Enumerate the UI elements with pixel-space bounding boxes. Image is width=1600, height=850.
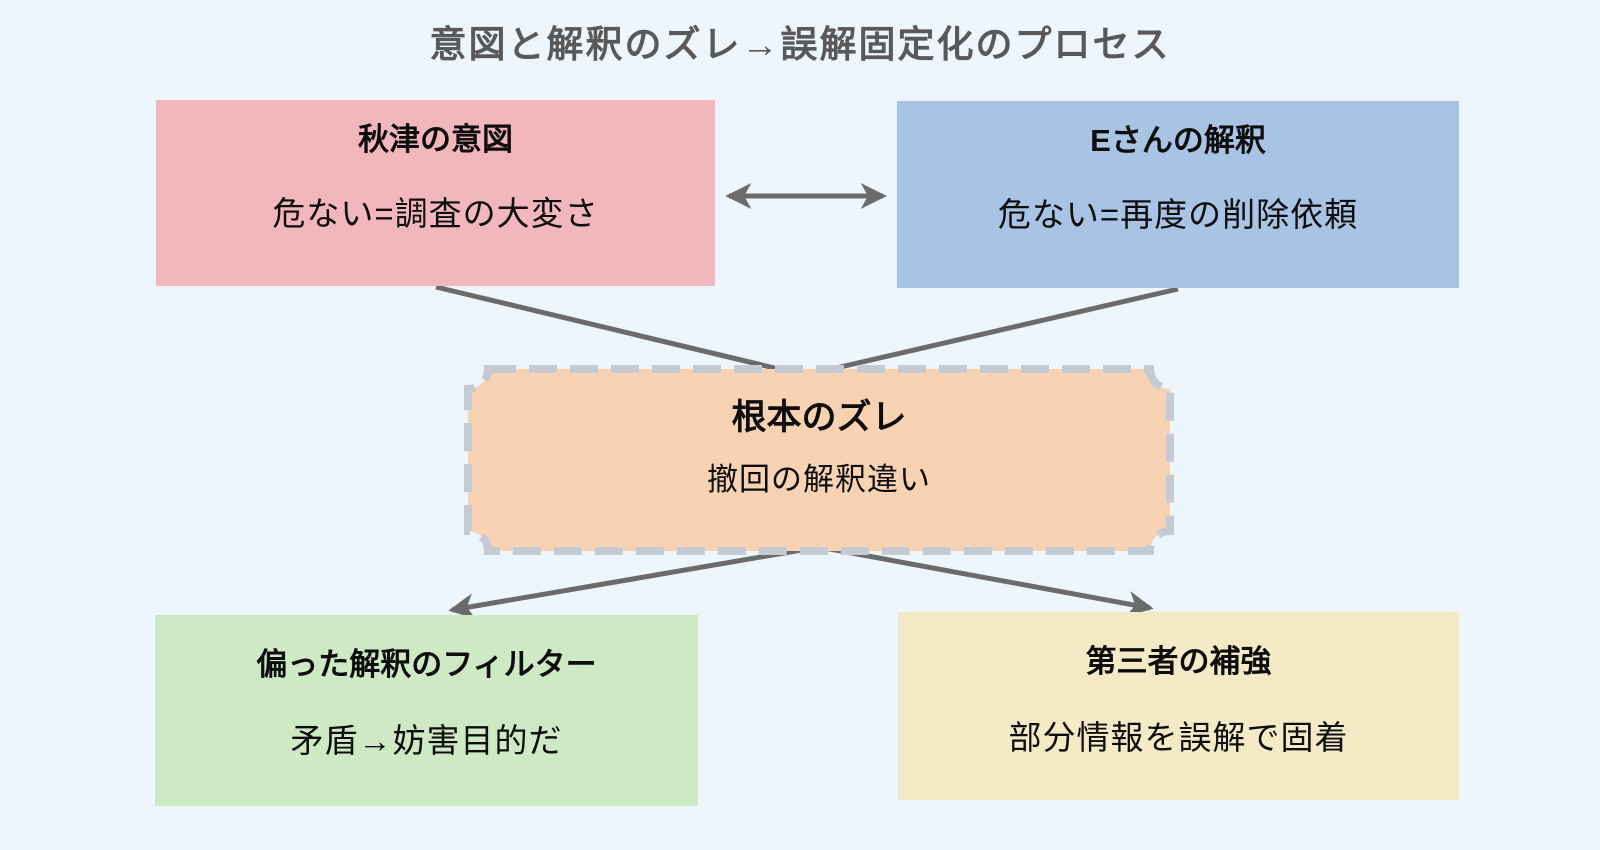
- core-gap-box: 根本のズレ 撤回の解釈違い: [468, 369, 1170, 551]
- core-gap-plaque-shape: [464, 365, 1174, 555]
- akitsu-intent-box: 秋津の意図 危ない=調査の大変さ: [156, 100, 715, 286]
- core-gap-subtitle: 撤回の解釈違い: [707, 461, 931, 497]
- e-interpretation-box: Eさんの解釈 危ない=再度の削除依頼: [897, 101, 1459, 288]
- e-interpretation-subtitle: 危ない=再度の削除依頼: [997, 195, 1359, 233]
- biased-filter-subtitle: 矛盾→妨害目的だ: [290, 721, 563, 759]
- arrow-core-to-reinforcement: [818, 544, 1154, 617]
- diagram-title: 意図と解釈のズレ→誤解固定化のプロセス: [429, 24, 1171, 65]
- third-party-reinforcement-subtitle: 部分情報を誤解で固着: [1008, 718, 1349, 756]
- biased-filter-box: 偏った解釈のフィルター 矛盾→妨害目的だ: [155, 615, 698, 806]
- third-party-reinforcement-box: 第三者の補強 部分情報を誤解で固着: [898, 612, 1459, 800]
- core-gap-title: 根本のズレ: [731, 398, 907, 437]
- e-interpretation-title: Eさんの解釈: [1090, 123, 1266, 158]
- biased-filter-title: 偏った解釈のフィルター: [256, 647, 597, 682]
- third-party-reinforcement-title: 第三者の補強: [1085, 644, 1272, 679]
- akitsu-intent-subtitle: 危ない=調査の大変さ: [272, 194, 599, 232]
- arrow-core-to-filter: [448, 544, 820, 620]
- connector-line-akitsu-to-core: [435, 284, 788, 374]
- connector-line-e-to-core: [822, 286, 1179, 374]
- akitsu-intent-title: 秋津の意図: [358, 122, 513, 157]
